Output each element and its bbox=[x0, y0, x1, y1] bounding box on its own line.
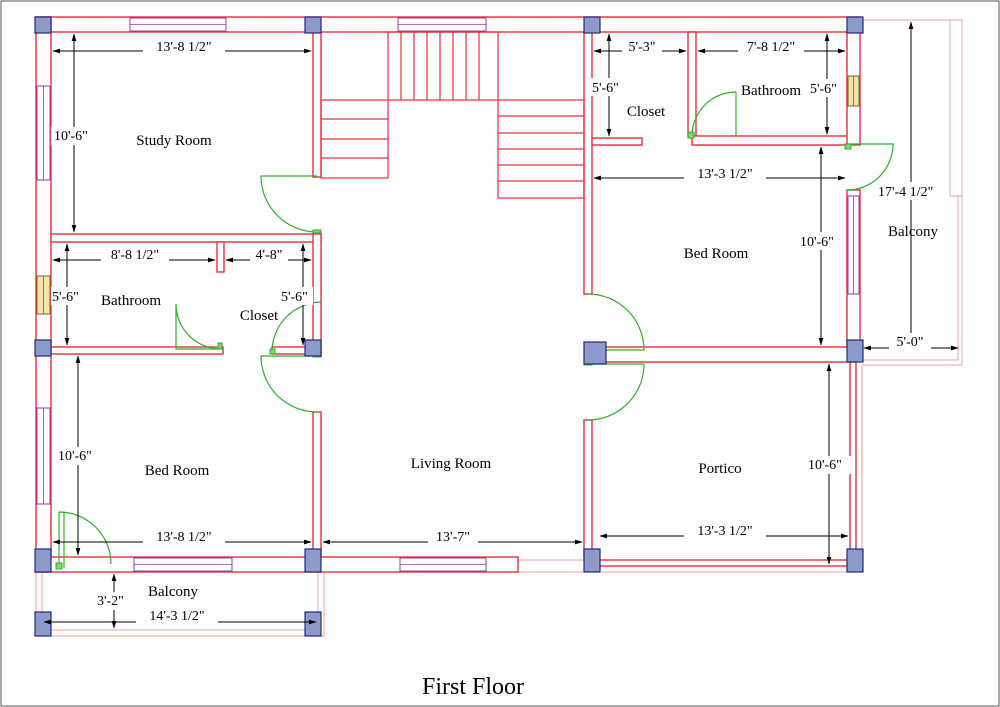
dimension-labels: 13'-8 1/2" 10'-6" 8'-8 1/2" 5'-6" 4'-8" … bbox=[51, 38, 948, 624]
column bbox=[304, 339, 322, 357]
door-portico bbox=[583, 361, 645, 421]
dim-bed-right-depth: 10'-6" bbox=[800, 235, 834, 250]
columns bbox=[34, 16, 864, 637]
dim-bath-right-depth: 5'-6" bbox=[810, 82, 837, 97]
dim-portico-width: 13'-3 1/2" bbox=[697, 524, 752, 539]
door-balcony-bottom bbox=[55, 511, 112, 570]
window-bed-left bbox=[36, 407, 51, 505]
window-study-left bbox=[36, 85, 51, 181]
column bbox=[34, 548, 52, 573]
dim-bath-right-width: 7'-8 1/2" bbox=[747, 40, 795, 55]
dim-study-depth: 10'-6" bbox=[54, 129, 88, 144]
room-bathroom-left: Bathroom bbox=[101, 293, 161, 309]
dim-bed-right-width: 13'-3 1/2" bbox=[697, 167, 752, 182]
drawing-title: First Floor bbox=[422, 674, 524, 700]
staircase bbox=[320, 31, 585, 199]
column bbox=[304, 16, 322, 34]
dim-bed-left-width: 13'-8 1/2" bbox=[156, 530, 211, 545]
door-closet-right bbox=[687, 91, 737, 139]
dim-closet-right-depth: 5'-6" bbox=[592, 81, 619, 96]
room-bed-right: Bed Room bbox=[684, 246, 749, 262]
door-bath-left bbox=[175, 303, 223, 350]
column bbox=[34, 16, 52, 34]
doors bbox=[55, 91, 894, 570]
column bbox=[846, 16, 864, 34]
dim-portico-depth: 10'-6" bbox=[808, 458, 842, 473]
column bbox=[34, 611, 52, 637]
room-living: Living Room bbox=[411, 456, 492, 472]
dim-living-width: 13'-7" bbox=[436, 530, 470, 545]
room-bathroom-right: Bathroom bbox=[741, 83, 801, 99]
room-closet-right: Closet bbox=[627, 104, 666, 120]
dim-closet-right-width: 5'-3" bbox=[629, 40, 656, 55]
window-study-top bbox=[129, 17, 227, 32]
dim-closet-left-depth: 5'-6" bbox=[281, 290, 308, 305]
column bbox=[583, 548, 601, 573]
column bbox=[583, 341, 607, 365]
room-balcony-bottom: Balcony bbox=[148, 584, 198, 600]
windows bbox=[36, 17, 860, 572]
door-balcony-right bbox=[844, 143, 894, 191]
room-study: Study Room bbox=[136, 133, 212, 149]
dim-bath-left-depth: 5'-6" bbox=[52, 290, 79, 305]
window-living-bottom bbox=[399, 557, 487, 572]
column bbox=[304, 548, 322, 573]
dim-balcony-bottom-depth: 3'-2" bbox=[97, 594, 124, 609]
column bbox=[846, 339, 864, 363]
window-bath-right bbox=[847, 75, 860, 107]
column bbox=[846, 548, 864, 573]
dim-balcony-bottom-width: 14'-3 1/2" bbox=[149, 609, 204, 624]
column bbox=[304, 611, 322, 637]
room-portico: Portico bbox=[698, 461, 741, 477]
dim-study-width: 13'-8 1/2" bbox=[156, 40, 211, 55]
window-stair-top bbox=[397, 17, 487, 32]
window-bed-right bbox=[847, 195, 860, 295]
window-bath-left bbox=[36, 275, 51, 315]
dim-balcony-right-width: 5'-0" bbox=[897, 335, 924, 350]
column bbox=[583, 16, 601, 34]
dim-bath-left-width: 8'-8 1/2" bbox=[111, 248, 159, 263]
room-bed-left: Bed Room bbox=[145, 463, 210, 479]
room-labels: Study Room Bathroom Closet Bed Room Livi… bbox=[101, 83, 938, 600]
window-bed-bottom bbox=[133, 557, 233, 572]
column bbox=[34, 339, 52, 357]
room-balcony-right: Balcony bbox=[888, 224, 938, 240]
door-bed-left bbox=[260, 353, 322, 413]
dim-closet-left-width: 4'-8" bbox=[256, 248, 283, 263]
door-study bbox=[260, 175, 322, 234]
dim-balcony-right-depth: 17'-4 1/2" bbox=[878, 185, 933, 200]
room-closet-left: Closet bbox=[240, 308, 279, 324]
dim-bed-left-depth: 10'-6" bbox=[58, 449, 92, 464]
